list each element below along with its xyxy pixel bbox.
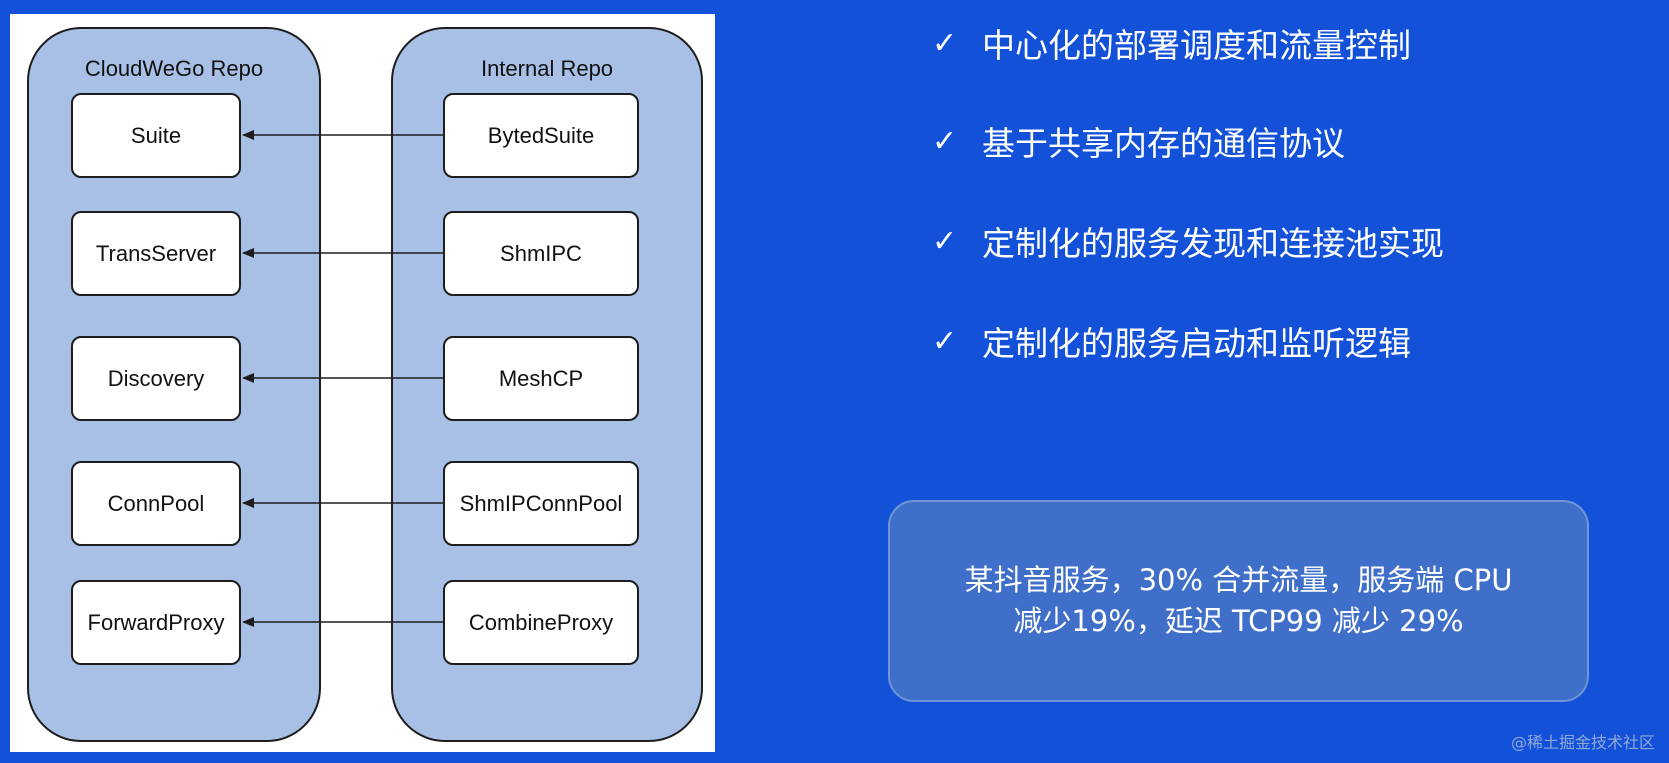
juejin-watermark: @稀土掘金技术社区 [1510, 733, 1655, 752]
component-forwardproxy: ForwardProxy [71, 580, 241, 665]
feature-text: 中心化的部署调度和流量控制 [982, 26, 1411, 65]
architecture-diagram: CloudWeGo Repo Internal Repo Suite Trans… [10, 14, 715, 752]
component-combineproxy: CombineProxy [443, 580, 639, 665]
checkmark-icon: ✓ [932, 223, 958, 259]
result-line-1: 某抖音服务，30% 合并流量，服务端 CPU [964, 563, 1513, 597]
feature-text: 定制化的服务启动和监听逻辑 [982, 324, 1411, 363]
component-transserver: TransServer [71, 211, 241, 296]
component-bytedsuite: BytedSuite [443, 93, 639, 178]
checkmark-icon: ✓ [932, 323, 958, 359]
component-shmipc: ShmIPC [443, 211, 639, 296]
feature-item: ✓ 中心化的部署调度和流量控制 [932, 18, 1411, 68]
feature-item: ✓ 定制化的服务发现和连接池实现 [932, 216, 1444, 266]
feature-item: ✓ 基于共享内存的通信协议 [932, 116, 1345, 166]
checkmark-icon: ✓ [932, 25, 958, 61]
component-connpool: ConnPool [71, 461, 241, 546]
component-shmipconnpool: ShmIPConnPool [443, 461, 639, 546]
performance-result-box: 某抖音服务，30% 合并流量，服务端 CPU 减少19%，延迟 TCP99 减少… [888, 500, 1589, 702]
cloudwego-repo-title: CloudWeGo Repo [84, 56, 264, 81]
component-discovery: Discovery [71, 336, 241, 421]
checkmark-icon: ✓ [932, 123, 958, 159]
result-line-2: 减少19%，延迟 TCP99 减少 29% [1013, 604, 1464, 638]
feature-text: 定制化的服务发现和连接池实现 [982, 224, 1444, 263]
internal-repo-title: Internal Repo [480, 56, 614, 81]
component-suite: Suite [71, 93, 241, 178]
feature-item: ✓ 定制化的服务启动和监听逻辑 [932, 316, 1411, 366]
feature-text: 基于共享内存的通信协议 [982, 124, 1345, 163]
component-meshcp: MeshCP [443, 336, 639, 421]
